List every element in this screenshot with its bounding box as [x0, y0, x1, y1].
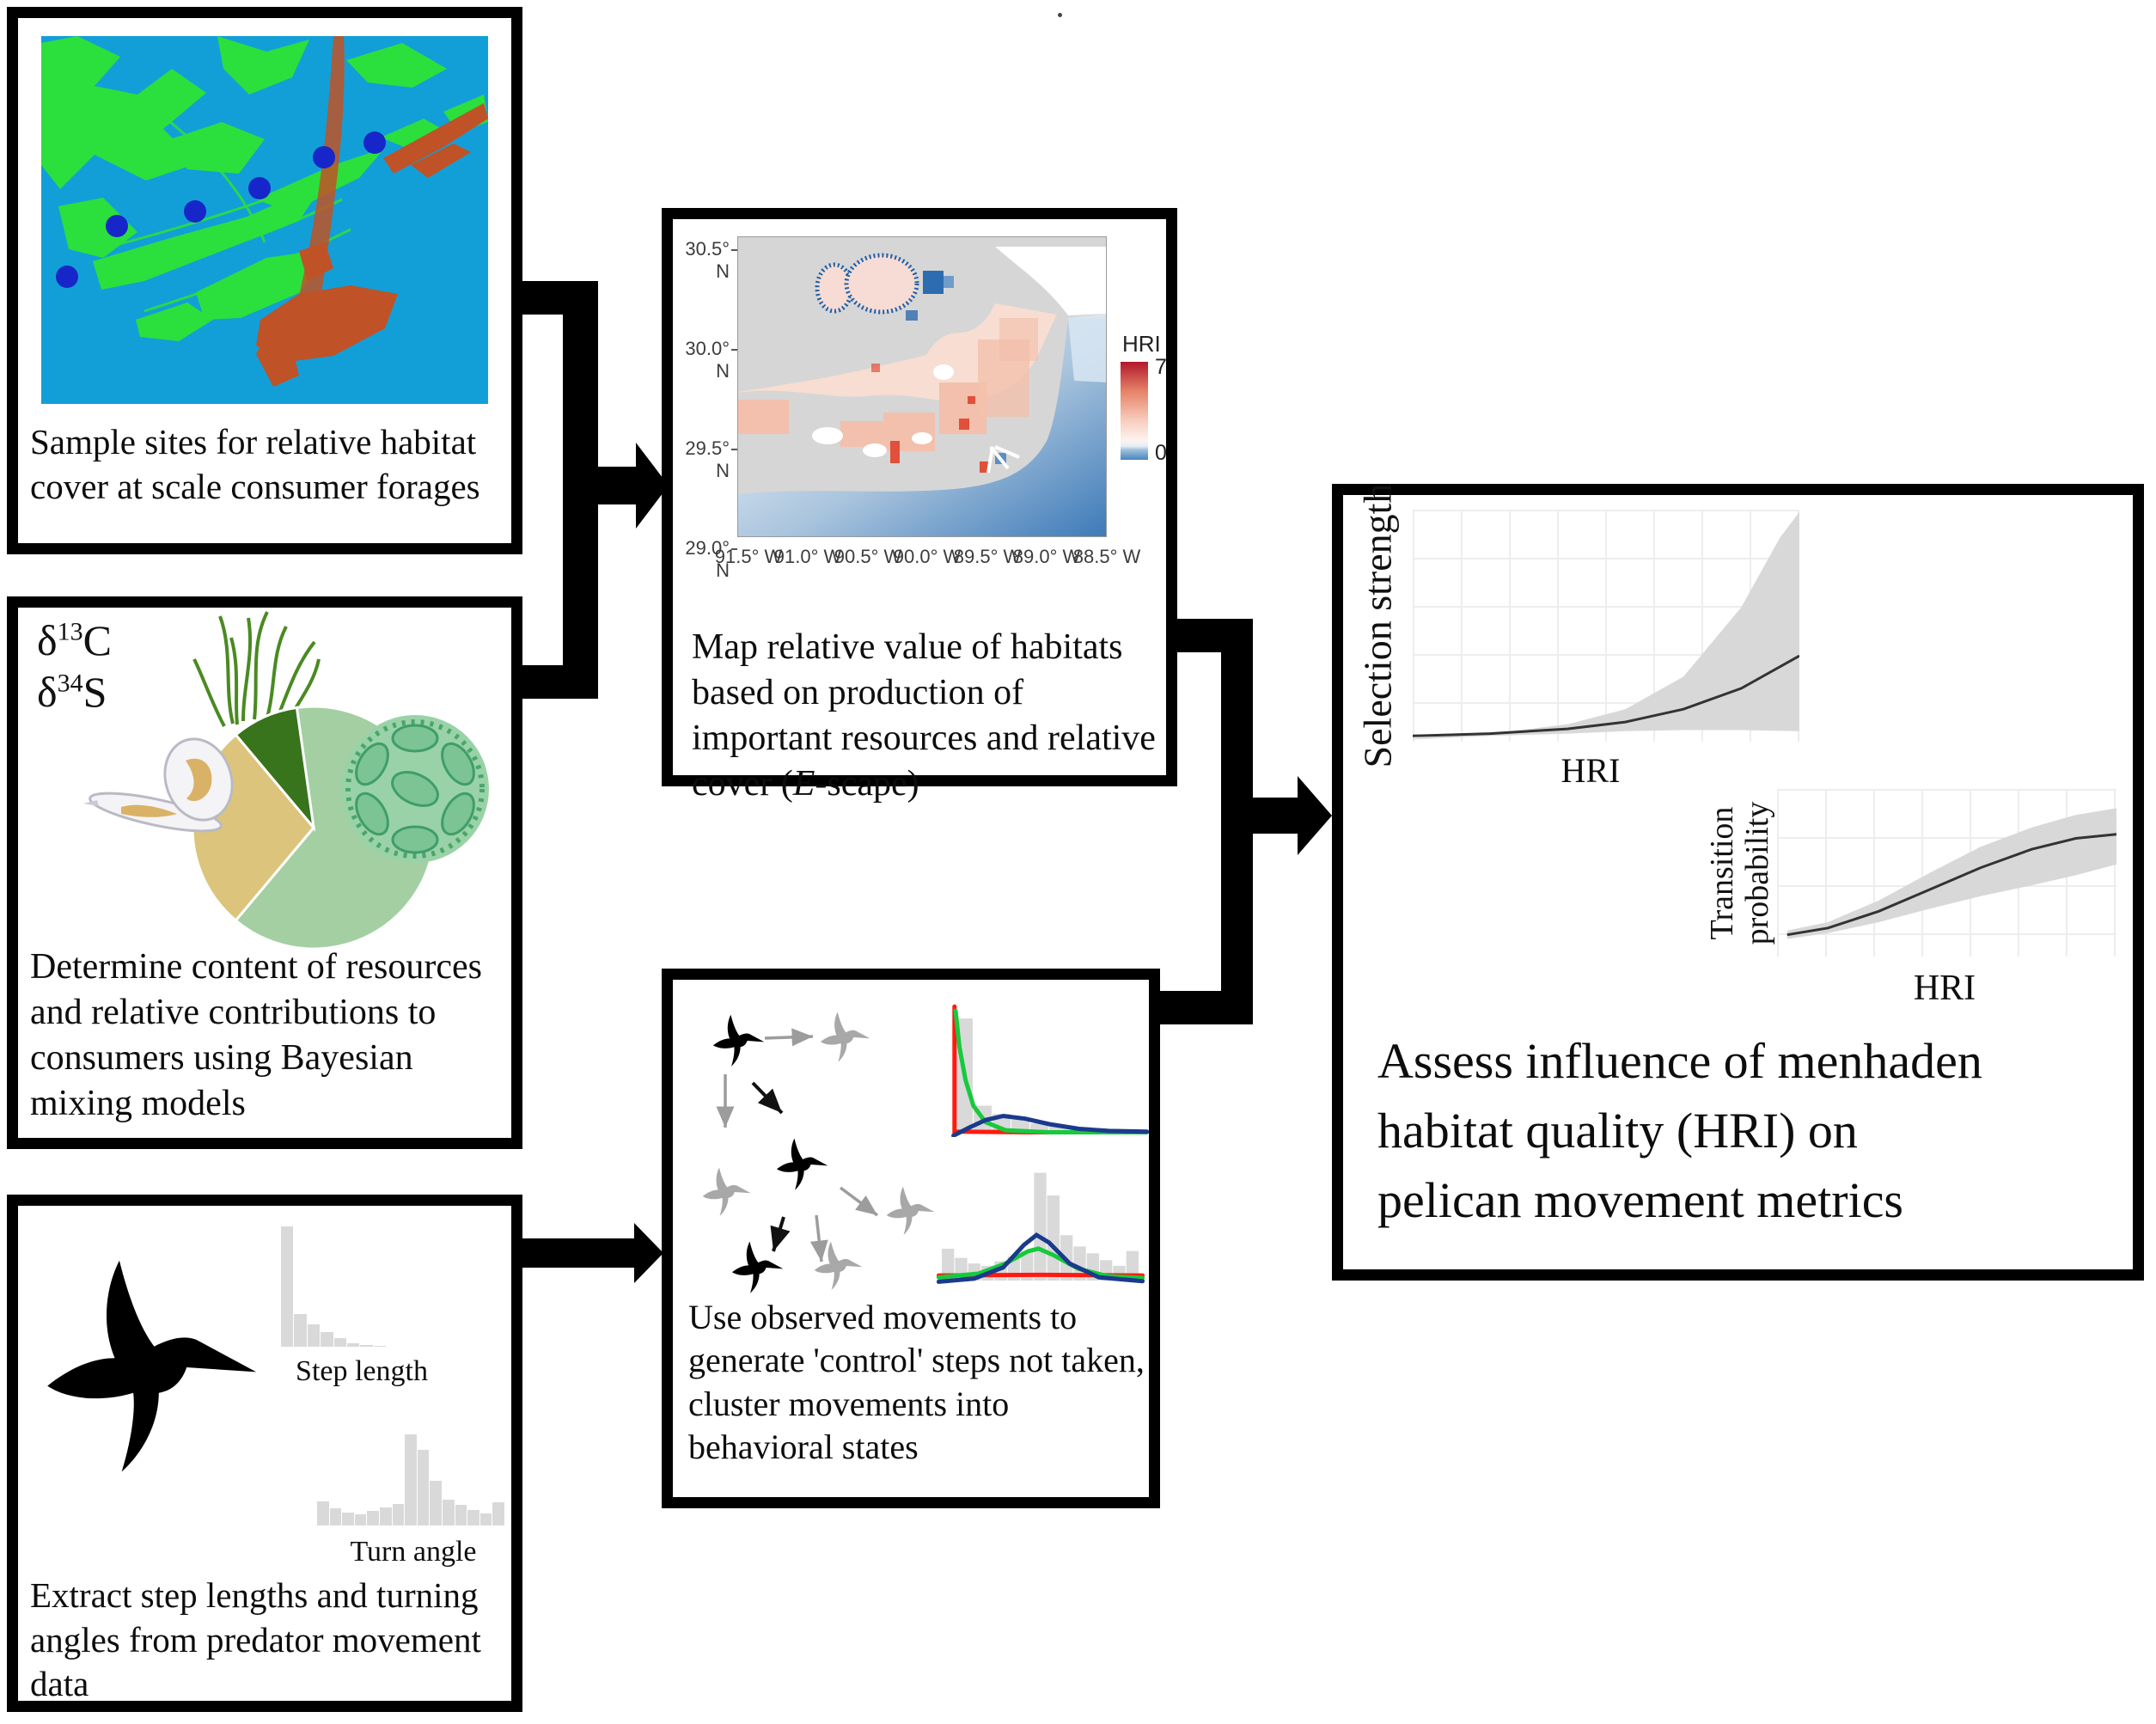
- habitat-cover-map: [41, 36, 488, 404]
- connector-movements-elbow: [1156, 991, 1253, 1024]
- hist-bar: [346, 1343, 360, 1347]
- panel-assessment: Selection strength HRI Transition probab…: [1332, 484, 2144, 1281]
- control-step-arrows: [716, 1028, 879, 1262]
- lon-tick: 88.5° W: [1072, 546, 1141, 567]
- hist-bar: [354, 1514, 367, 1525]
- sample-site-dots: [56, 131, 386, 288]
- selection-strength-plot: [1413, 510, 1799, 742]
- transition-ylabel: Transition probability: [1703, 801, 1775, 945]
- caption-mixing-models: Determine content of resources and relat…: [30, 947, 482, 1123]
- curve-blue-tall-bell: [937, 1232, 1145, 1284]
- flow-arrow-to-movements-head: [634, 1223, 663, 1283]
- caption-assessment: Assess influence of menhaden habitat qua…: [1377, 1033, 1982, 1229]
- turn-angle-histogram: [317, 1431, 504, 1525]
- hist-bar: [379, 1507, 392, 1525]
- pelican-icon: [34, 1230, 266, 1505]
- hist-bar: [417, 1450, 430, 1525]
- turn-angle-label: Turn angle: [350, 1536, 477, 1568]
- step-length-histogram: [281, 1225, 386, 1347]
- hist-bar: [430, 1481, 442, 1525]
- hri-max-label: 7: [1155, 355, 1167, 379]
- zooplankton-icon: [83, 737, 234, 833]
- hist-bar: [455, 1505, 467, 1525]
- panel-movement-data: Step length Turn angle Extract step leng…: [7, 1195, 522, 1712]
- flow-arrow-to-map-shaft: [596, 467, 638, 504]
- lat-tick: 30.0° N: [685, 338, 730, 382]
- movement-steps-graphic: [702, 1012, 935, 1293]
- stray-speck: [1058, 13, 1062, 17]
- hri-colorbar-title: HRI: [1122, 331, 1161, 357]
- step-length-distribution-plot: [951, 1004, 1149, 1137]
- hist-bar: [360, 1345, 373, 1347]
- lon-tick: 91.0° W: [773, 546, 842, 567]
- hist-bar: [467, 1510, 479, 1525]
- hist-bar: [294, 1314, 307, 1347]
- hist-bar: [307, 1324, 321, 1347]
- hist-bar: [479, 1513, 492, 1525]
- hist-bar: [342, 1513, 354, 1525]
- hist-bar: [321, 1332, 333, 1347]
- connector-left-vertical: [563, 281, 598, 699]
- connector-right-vertical: [1221, 619, 1253, 1024]
- lat-tick: 29.5° N: [685, 437, 730, 481]
- mixing-model-graphic: [83, 611, 489, 951]
- selection-xlabel: HRI: [1561, 751, 1621, 790]
- hist-bar: [492, 1502, 504, 1525]
- flow-arrow-to-assessment-shaft: [1251, 798, 1299, 834]
- curve-blue-gamma: [951, 1113, 1149, 1137]
- caption-movements: Use observed movements to generate 'cont…: [688, 1298, 1145, 1467]
- lon-tick: 89.5° W: [953, 546, 1022, 567]
- lat-tick: 29.0° N: [685, 537, 730, 581]
- delta34s-label: δ34S: [37, 668, 107, 716]
- caption-movement-data: Extract step lengths and turning angles …: [30, 1575, 481, 1704]
- lon-tick: 90.0° W: [893, 546, 962, 567]
- connector-panel2-elbow: [522, 665, 598, 699]
- lon-tick: 90.5° W: [834, 546, 902, 567]
- selection-ylabel: Selection strength: [1355, 483, 1400, 768]
- confidence-band: [1413, 511, 1799, 740]
- marsh-grass-icon: [192, 611, 321, 727]
- caption-escape-map: Map relative value of habitats based on …: [692, 627, 1156, 804]
- hri-map: [737, 236, 1107, 537]
- hist-bar: [281, 1226, 294, 1347]
- hist-bar: [373, 1346, 386, 1347]
- hist-bar: [333, 1338, 346, 1347]
- flow-arrow-to-movements-shaft: [522, 1238, 636, 1268]
- transition-probability-plot: [1777, 789, 2116, 957]
- panel-movements: Use observed movements to generate 'cont…: [662, 969, 1160, 1508]
- panel-mixing-models: δ13C δ34S: [7, 596, 522, 1149]
- transition-xlabel: HRI: [1913, 969, 1976, 1008]
- fitted-curve: [1413, 654, 1799, 737]
- hri-min-label: 0: [1155, 441, 1167, 465]
- panel-sample-sites: Sample sites for relative habitat cover …: [7, 7, 522, 554]
- lon-tick: 89.0° W: [1012, 546, 1081, 567]
- delta13c-label: δ13C: [37, 616, 112, 664]
- step-length-label: Step length: [296, 1355, 428, 1387]
- curve-green-wide-bell: [937, 1246, 1145, 1281]
- isotope-labels: δ13C δ34S: [37, 614, 112, 718]
- fitted-curve: [1786, 833, 2116, 937]
- confidence-band: [1786, 808, 2116, 939]
- pie-slice-dark-green-slice: [234, 706, 316, 832]
- hist-bar: [442, 1500, 455, 1525]
- hri-colorbar: HRI 7 0: [1115, 331, 1176, 554]
- observed-step-arrows: [751, 1081, 791, 1252]
- lon-tick: 91.5° W: [714, 546, 783, 567]
- caption-sample-sites: Sample sites for relative habitat cover …: [30, 422, 480, 506]
- lakes: [815, 253, 954, 321]
- phytoplankton-icon: [341, 715, 489, 863]
- hist-bar: [392, 1504, 405, 1525]
- curve-green-exponential: [953, 1008, 1149, 1134]
- flow-arrow-to-assessment-head: [1298, 776, 1332, 855]
- pelican-silhouettes: [702, 1012, 935, 1293]
- lat-tick: 30.5° N: [685, 238, 730, 282]
- hist-bar: [367, 1511, 379, 1525]
- hist-bar: [405, 1434, 417, 1525]
- hist-bar: [329, 1508, 342, 1525]
- turn-angle-distribution-plot: [937, 1172, 1145, 1284]
- hist-bar: [317, 1501, 329, 1525]
